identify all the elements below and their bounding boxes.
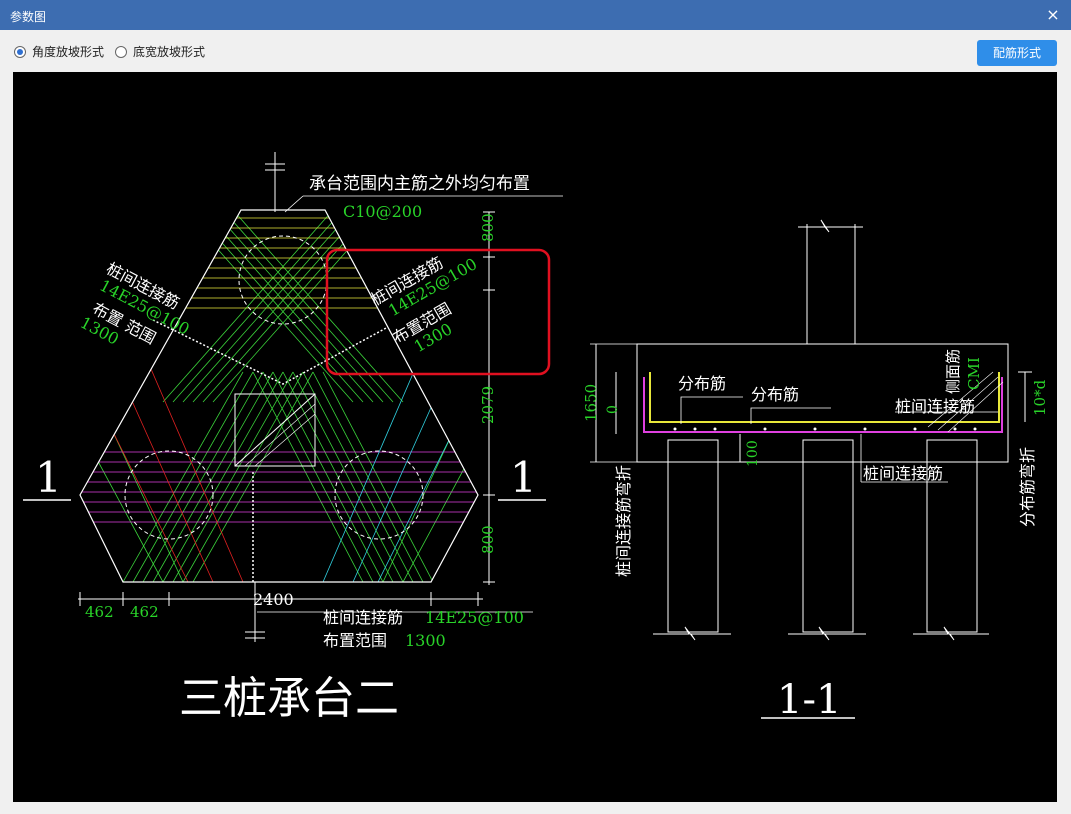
dim-1650: 1650 [582, 384, 600, 422]
pile-cap-plan: 1 1 承台范围内主筋之外均匀布置 C10@200 桩间连接筋 14E25@10… [23, 152, 563, 724]
label-distribution-2: 分布筋 [751, 385, 799, 404]
bottom-tie-spec: 14E25@100 [425, 608, 524, 627]
window-title: 参数图 [10, 10, 47, 24]
bottom-tie-label: 桩间连接筋 [323, 608, 403, 627]
label-10d: 10*d [1031, 379, 1049, 416]
radio-width-slope-label: 底宽放坡形式 [133, 45, 206, 59]
spec-top: C10@200 [343, 202, 422, 221]
close-icon[interactable]: × [1046, 5, 1060, 24]
label-pile-connection-bend: 桩间连接筋弯折 [614, 465, 633, 577]
drawing-canvas: 1 1 承台范围内主筋之外均匀布置 C10@200 桩间连接筋 14E25@10… [13, 72, 1057, 802]
section-1-1: 1650 0 100 分布筋 分布筋 桩间连接筋 桩间连接筋 侧面筋 CMI 1… [582, 219, 1049, 723]
label-pile-connection-bottom: 桩间连接筋 [863, 464, 943, 483]
dim-800-top: 800 [479, 213, 497, 242]
section-mark-left: 1 [35, 453, 62, 502]
dim-2400: 2400 [253, 590, 294, 609]
dim-462-a: 462 [85, 603, 114, 621]
label-distribution-1: 分布筋 [678, 374, 726, 393]
dim-2079: 2079 [479, 386, 497, 424]
radio-angle-slope[interactable]: 角度放坡形式 [14, 43, 104, 60]
bottom-tie-range-value: 1300 [405, 631, 446, 650]
label-distribution-bend: 分布筋弯折 [1018, 447, 1037, 527]
dim-0: 0 [605, 405, 621, 414]
highlight-box [325, 248, 551, 376]
radio-angle-slope-label: 角度放坡形式 [32, 45, 105, 59]
section-mark-right: 1 [510, 453, 537, 502]
dim-800-bottom: 800 [479, 525, 497, 554]
dim-462-b: 462 [130, 603, 159, 621]
plan-title: 三桩承台二 [179, 673, 399, 724]
dim-100: 100 [745, 440, 761, 467]
label-side-spec: CMI [965, 357, 983, 390]
radio-selected-icon [14, 45, 26, 58]
cad-drawing: 1 1 承台范围内主筋之外均匀布置 C10@200 桩间连接筋 14E25@10… [23, 152, 1049, 724]
toolbar: 角度放坡形式 底宽放坡形式 配筋形式 [0, 30, 1071, 72]
radio-unselected-icon [115, 45, 127, 58]
radio-width-slope[interactable]: 底宽放坡形式 [115, 43, 205, 60]
note-top: 承台范围内主筋之外均匀布置 [309, 174, 530, 194]
label-pile-connection: 桩间连接筋 [895, 397, 975, 416]
title-bar: 参数图 × [0, 0, 1071, 30]
label-side-rebar: 侧面筋 [944, 349, 962, 394]
section-title: 1-1 [777, 677, 841, 723]
bottom-tie-range: 布置范围 [323, 631, 387, 650]
rebar-form-button[interactable]: 配筋形式 [977, 40, 1057, 66]
